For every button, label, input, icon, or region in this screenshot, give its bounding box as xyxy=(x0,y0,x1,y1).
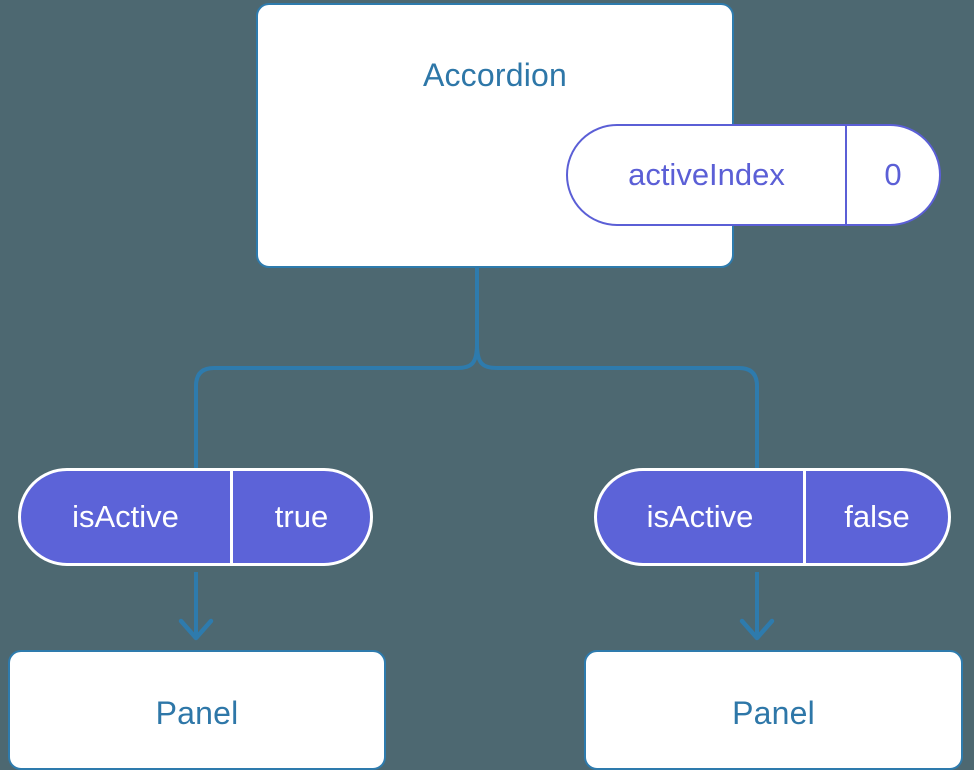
left-panel-node[interactable]: Panel xyxy=(8,650,386,770)
accordion-title: Accordion xyxy=(422,57,568,93)
right-prop-pill[interactable]: isActive false xyxy=(594,468,951,566)
accordion-node[interactable]: Accordion activeIndex 0 xyxy=(256,3,941,268)
connector-branch-right xyxy=(475,343,759,468)
left-prop-pill[interactable]: isActive true xyxy=(18,468,373,566)
left-prop-key: isActive xyxy=(21,471,233,563)
arrow-left-head-icon xyxy=(178,618,214,641)
left-prop-value: true xyxy=(274,499,329,534)
right-prop-key: isActive xyxy=(597,471,806,563)
right-prop-value: false xyxy=(844,499,910,534)
left-panel-title: Panel xyxy=(155,695,239,731)
accordion-prop-pill[interactable]: activeIndex 0 xyxy=(566,124,941,226)
accordion-prop-value: 0 xyxy=(884,157,902,192)
accordion-prop-key: activeIndex xyxy=(568,126,847,224)
right-panel-title: Panel xyxy=(732,695,815,731)
connector-branch-left xyxy=(194,343,479,468)
right-panel-node[interactable]: Panel xyxy=(584,650,963,770)
arrow-right-head-icon xyxy=(739,618,775,641)
